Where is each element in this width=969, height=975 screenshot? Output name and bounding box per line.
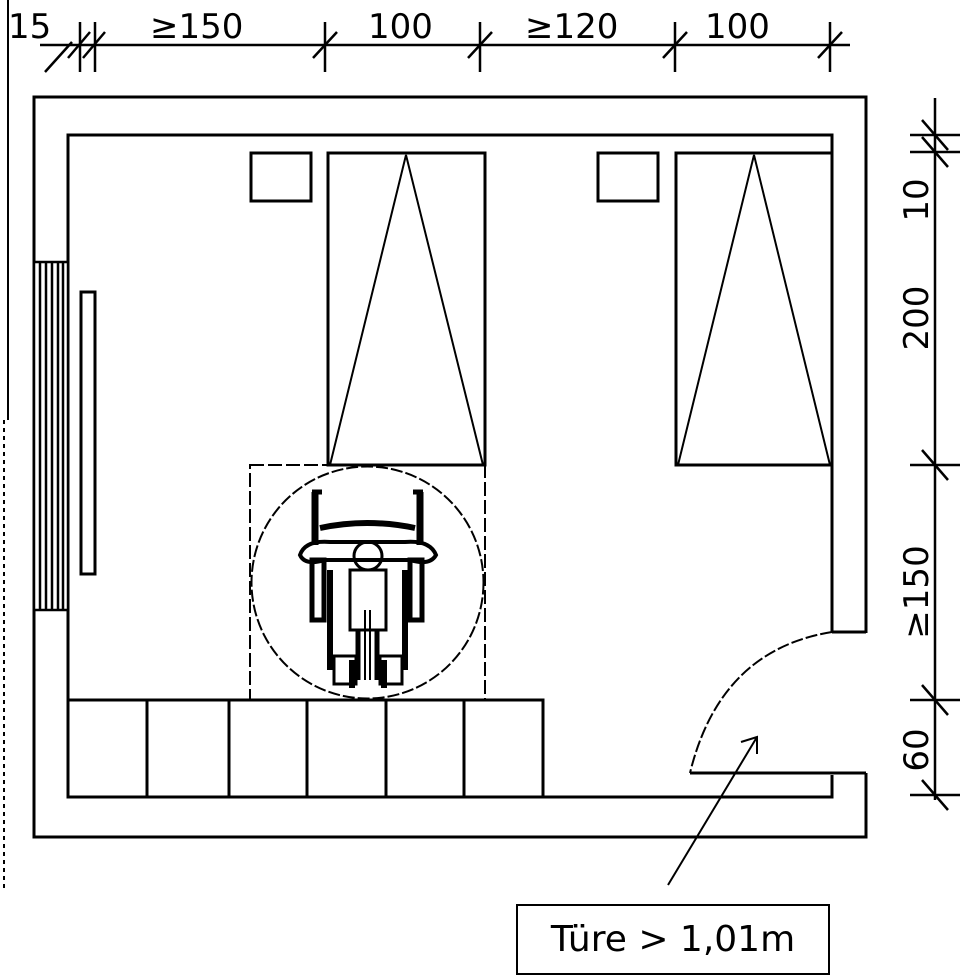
top-dim-2: ≥150 [150, 7, 243, 47]
wheelchair-icon [297, 489, 439, 688]
right-dim-2: 200 [897, 286, 937, 351]
top-dim-5: 100 [705, 7, 770, 47]
right-dim-3: ≥150 [897, 545, 937, 638]
door-callout-label: Türe > 1,01m [516, 904, 830, 975]
top-dim-3: 100 [368, 7, 433, 47]
wheelchair-turning-area [249, 464, 486, 701]
bed-right [674, 151, 834, 467]
radiator [79, 290, 97, 576]
callout-arrow [667, 735, 758, 886]
right-dimension-chain [910, 98, 960, 811]
bed-left [326, 151, 487, 467]
door-swing-arc [689, 631, 833, 774]
nightstand-left [249, 151, 313, 203]
wardrobe [66, 698, 545, 799]
top-dim-1: 15 [8, 7, 51, 47]
right-dim-1: 10 [897, 178, 937, 221]
right-dim-4: 60 [897, 728, 937, 771]
top-dim-4: ≥120 [525, 7, 618, 47]
window [32, 260, 70, 612]
door-gap [835, 633, 869, 774]
top-dimension-chain [40, 22, 850, 73]
nightstand-right [596, 151, 660, 203]
